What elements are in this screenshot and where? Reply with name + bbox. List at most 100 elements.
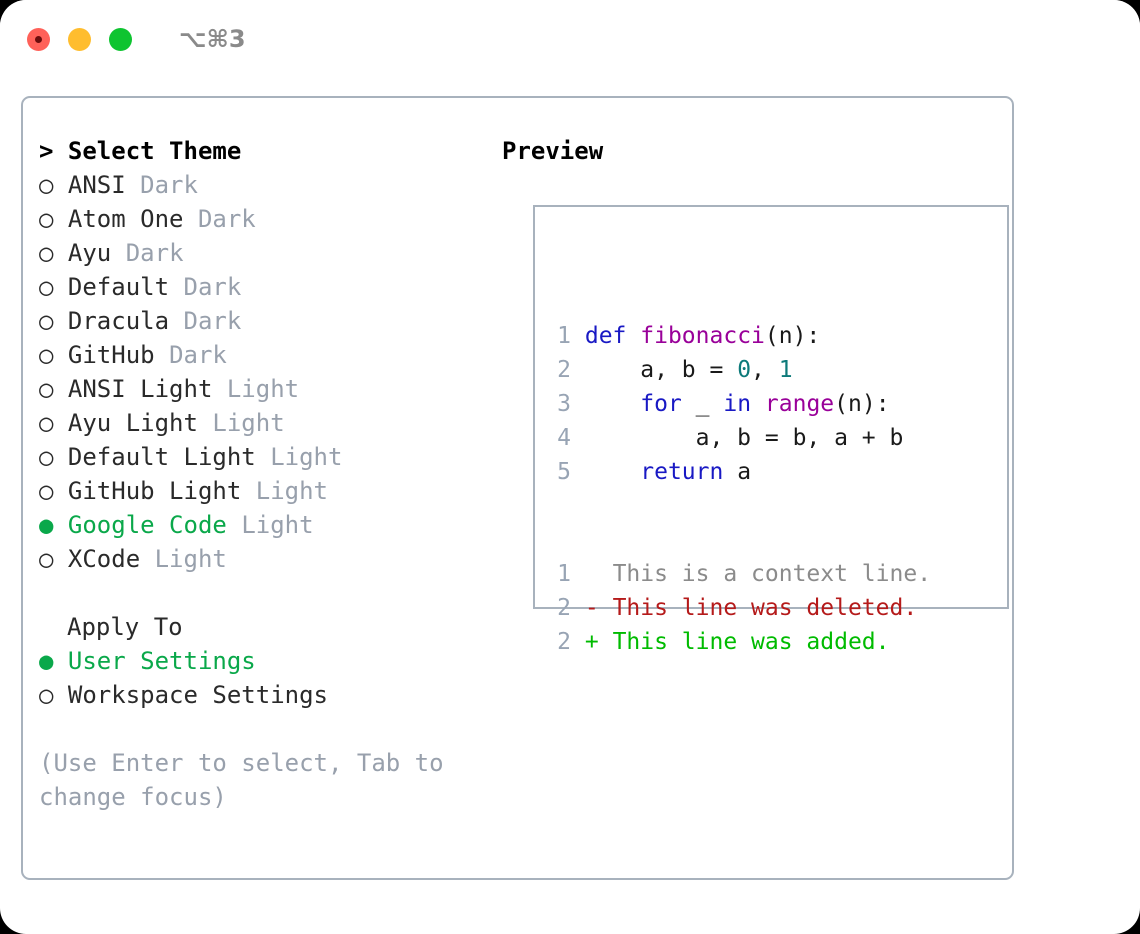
line-number: 1 [557,323,571,349]
apply-to-header: Apply To [67,613,183,641]
theme-option-ayu-light[interactable]: ○ Ayu Light Light [39,406,489,440]
line-number: 2 [557,595,571,621]
theme-option-list: ○ ANSI Dark ○ Atom One Dark ○ Ayu Dark ○… [39,168,489,576]
line-number: 1 [557,561,571,587]
theme-option-label: GitHub [67,341,155,369]
theme-option-label: Google Code [67,511,227,539]
code-token: a, b = [584,357,738,383]
theme-option-label: Ayu Light [67,409,198,437]
theme-option-label: ANSI Light [67,375,213,403]
theme-option-tag: Light [226,375,300,403]
diff-marker: + [584,629,613,655]
theme-option-tag: Light [154,545,227,573]
radio-selected-icon: ● [39,647,54,675]
theme-option-label: ANSI [67,171,126,199]
code-line: 2 a, b = 0, 1 [545,357,793,383]
code-token [585,391,640,417]
radio-icon: ○ [39,443,54,471]
line-number: 2 [557,357,571,383]
theme-option-github-light[interactable]: ○ GitHub Light Light [39,474,489,508]
diff-text: This line was deleted. [612,595,918,621]
theme-option-ansi-light[interactable]: ○ ANSI Light Light [39,372,489,406]
theme-option-label: Default Light [67,443,256,471]
code-token: in [723,391,752,417]
code-token: (n): [764,323,821,349]
theme-option-tag: Light [255,477,328,505]
code-token: def [584,323,627,349]
code-token: _ [681,391,724,417]
preview-column: Preview 1 def fibonacci(n): 2 a, b = 0, … [502,134,1009,655]
code-token: for [640,391,682,417]
theme-option-tag: Dark [183,273,242,301]
radio-icon: ○ [39,341,54,369]
theme-selection-column: > Select Theme ○ ANSI Dark ○ Atom One Da… [39,134,489,814]
code-token: a, b = b, a + b [584,425,904,451]
diff-marker [585,561,613,587]
diff-line-deleted: 2 - This line was deleted. [545,595,917,621]
code-line: 5 return a [545,459,751,485]
code-token [751,391,765,417]
line-number: 4 [557,425,571,451]
theme-option-tag: Light [212,409,285,437]
apply-to-option-user-settings[interactable]: ● User Settings [39,644,489,678]
close-button-icon[interactable] [27,27,50,51]
theme-option-xcode-light[interactable]: ○ XCode Light [39,542,489,576]
code-token: return [640,459,724,485]
code-sample: 1 def fibonacci(n): 2 a, b = 0, 1 3 for … [545,251,931,693]
code-line: 1 def fibonacci(n): [545,323,820,349]
theme-option-tag: Light [270,443,343,471]
line-number: 5 [557,459,571,485]
line-number: 3 [557,391,571,417]
theme-option-github-dark[interactable]: ○ GitHub Dark [39,338,489,372]
theme-option-tag: Light [241,511,314,539]
diff-line-context: 1 This is a context line. [545,561,931,587]
window-controls [27,27,132,51]
apply-to-option-label: User Settings [67,647,256,675]
apply-to-option-label: Workspace Settings [67,681,328,709]
code-spacer [545,489,931,523]
code-line: 3 for _ in range(n): [545,391,890,417]
code-token [585,459,640,485]
keyboard-hint-text: (Use Enter to select, Tab to change focu… [39,749,444,811]
preview-header: Preview [502,137,604,165]
apply-to-option-workspace-settings[interactable]: ○ Workspace Settings [39,678,489,712]
spacer [39,576,489,610]
theme-option-tag: Dark [183,307,242,335]
keyboard-shortcut-label: ⌥⌘3 [179,25,246,53]
diff-line-added: 2 + This line was added. [545,629,889,655]
theme-option-label: Default [67,273,170,301]
code-token: range [764,391,835,417]
code-token: (n): [834,391,890,417]
radio-icon: ○ [39,545,54,573]
radio-icon: ○ [39,239,54,267]
line-number: 2 [557,629,571,655]
theme-option-label: Atom One [67,205,184,233]
title-bar: ⌥⌘3 [0,0,1140,78]
theme-option-label: XCode [67,545,141,573]
theme-option-label: Dracula [67,307,170,335]
theme-option-google-code-light[interactable]: ● Google Code Light [39,508,489,542]
radio-selected-icon: ● [39,511,54,539]
code-token: , [751,357,779,383]
theme-option-dracula-dark[interactable]: ○ Dracula Dark [39,304,489,338]
radio-icon: ○ [39,205,54,233]
minimize-button-icon[interactable] [68,27,91,51]
content-panel: > Select Theme ○ ANSI Dark ○ Atom One Da… [21,96,1014,880]
radio-icon: ○ [39,409,54,437]
code-token: fibonacci [640,323,765,349]
preview-box: 1 def fibonacci(n): 2 a, b = 0, 1 3 for … [533,205,1009,655]
theme-option-ayu-dark[interactable]: ○ Ayu Dark [39,236,489,270]
theme-option-ansi-dark[interactable]: ○ ANSI Dark [39,168,489,202]
code-line: 4 a, b = b, a + b [545,425,903,451]
maximize-button-icon[interactable] [109,27,132,51]
code-token: 1 [778,357,793,383]
radio-icon: ○ [39,375,54,403]
theme-option-default-dark[interactable]: ○ Default Dark [39,270,489,304]
select-theme-header: > Select Theme [39,137,242,165]
radio-icon: ○ [39,681,54,709]
code-token [626,323,640,349]
radio-icon: ○ [39,171,54,199]
theme-option-tag: Dark [125,239,184,267]
theme-option-atom-one-dark[interactable]: ○ Atom One Dark [39,202,489,236]
theme-option-default-light[interactable]: ○ Default Light Light [39,440,489,474]
